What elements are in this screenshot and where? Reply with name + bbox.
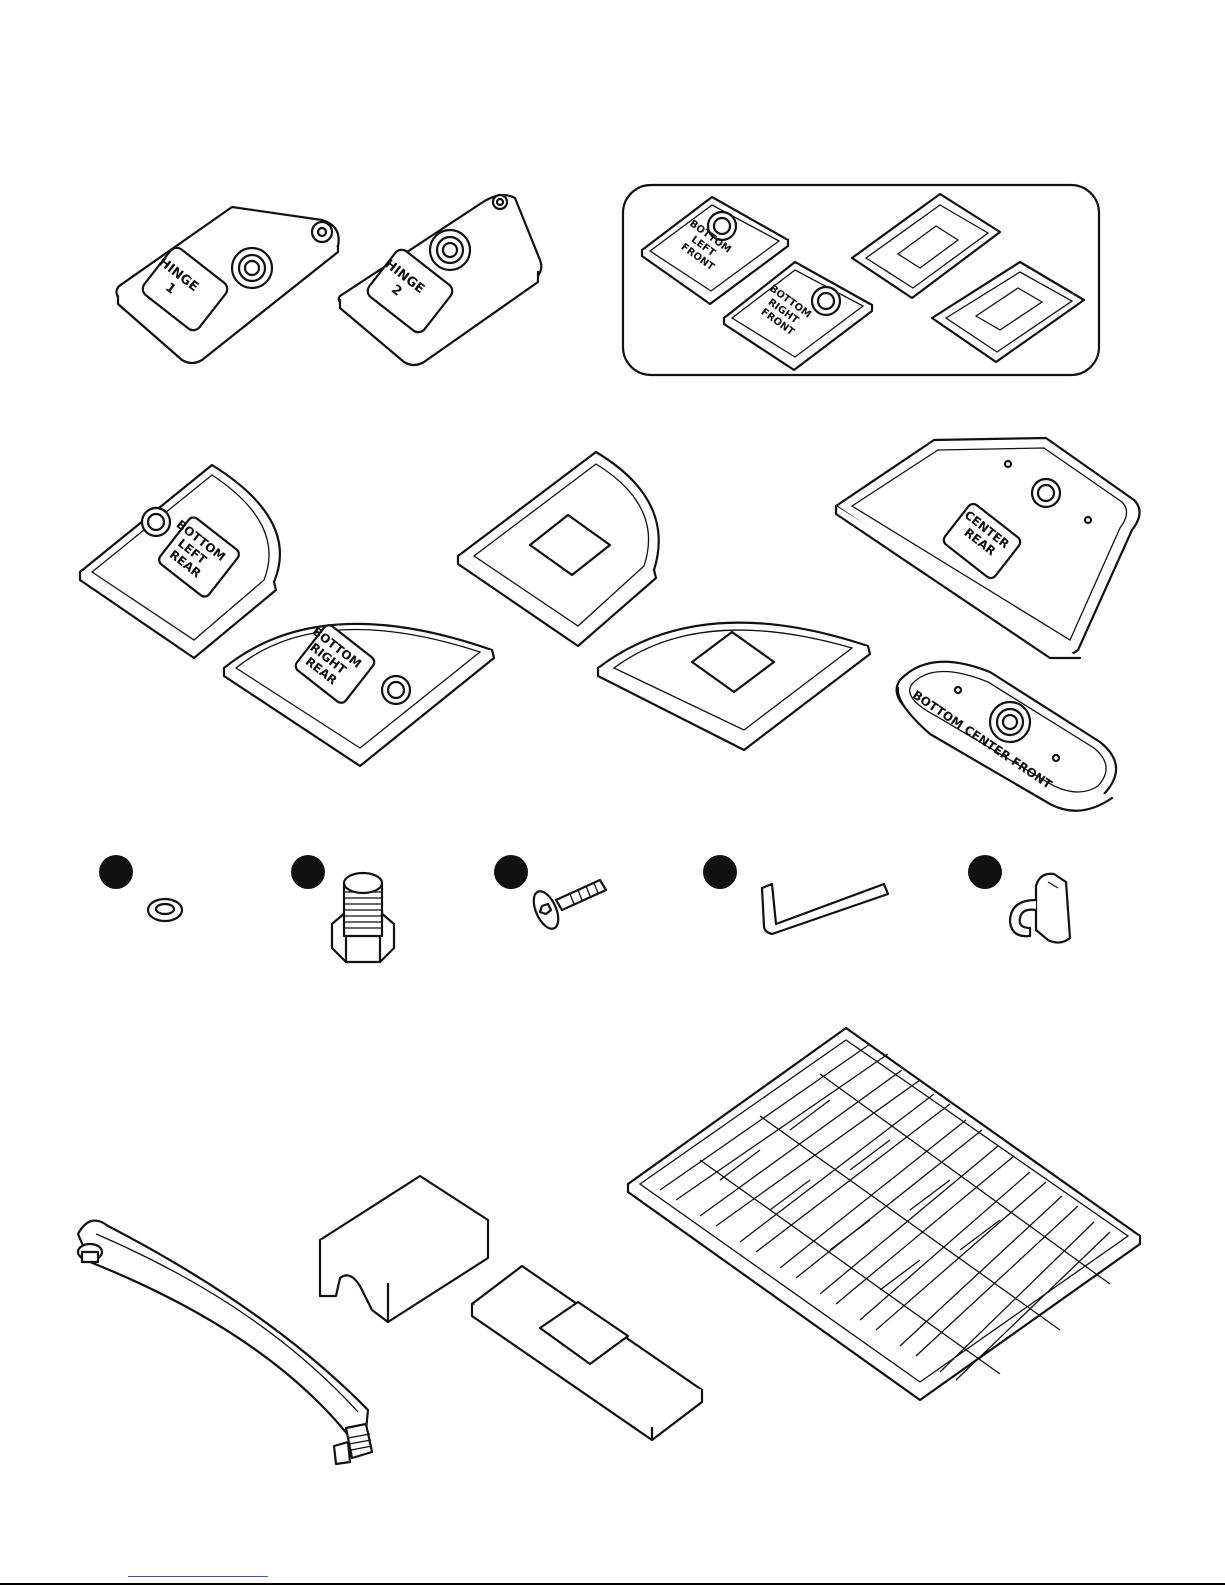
hardware-allen-wrench [703,855,888,934]
hinge-1-plate: HINGE 1 [116,207,338,363]
item-marker-3 [494,855,528,889]
hardware-washer [99,855,182,921]
spacer-block [320,1176,488,1322]
footer-link-underline[interactable] [128,1576,268,1577]
item-marker-1 [99,855,133,889]
flat-pad [472,1266,702,1440]
hardware-leveler-bolt [291,855,394,962]
hardware-hook [968,855,1070,943]
item-marker-4 [703,855,737,889]
front-plates-group: BOTTOM LEFT FRONT BOTTOM RIGHT FRONT [623,185,1099,375]
item-marker-5 [968,855,1002,889]
hinge-2-plate: HINGE 2 [339,195,542,365]
bottom-left-rear-plate: BOTTOM LEFT REAR [80,465,280,658]
item-marker-2 [291,855,325,889]
bottom-right-rear-plate: BOTTOM RIGHT REAR [224,623,494,766]
bottom-center-front-plate: BOTTOM CENTER FRONT [897,662,1116,811]
center-rear-plate: CENTER REAR [836,438,1140,658]
wire-shelf [628,1028,1140,1400]
hardware-hex-screw [494,855,606,932]
blank-rear-plate-upper [458,452,659,646]
blank-rear-plate-lower [598,623,870,750]
